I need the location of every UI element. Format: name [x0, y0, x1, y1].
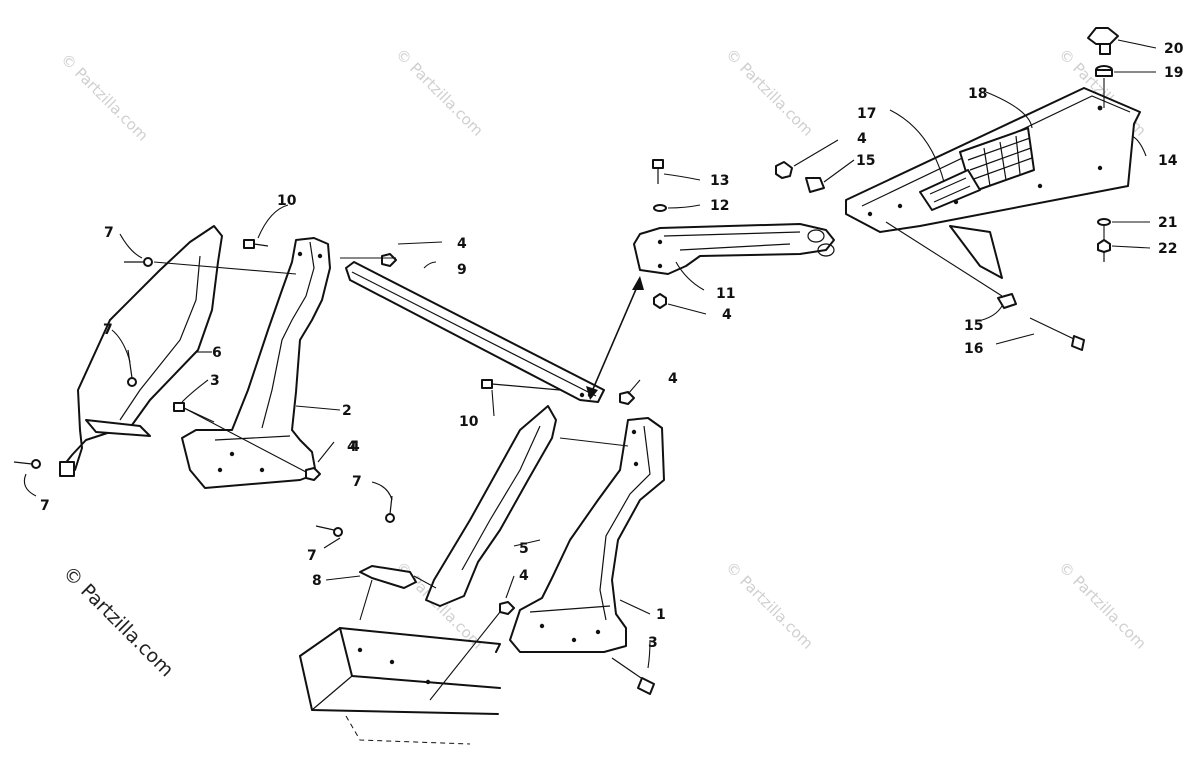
callout-3: 3 [210, 373, 220, 389]
callout-15: 15 [964, 318, 983, 334]
callout-2: 2 [342, 403, 352, 419]
callout-18: 18 [968, 86, 987, 102]
callout-22: 22 [1158, 241, 1177, 257]
callout-7: 7 [307, 548, 317, 564]
callout-16: 16 [964, 341, 983, 357]
callout-15: 15 [856, 153, 875, 169]
part-1-bracket [509, 417, 665, 653]
part-17-18-decals [919, 127, 1035, 211]
callout-1: 1 [656, 607, 666, 623]
hardware-knob-washers [1087, 27, 1119, 262]
callout-11: 11 [716, 286, 735, 302]
watermark: © Partzilla.com [392, 45, 487, 140]
watermark: © Partzilla.com [722, 558, 817, 653]
callout-9: 9 [457, 262, 467, 278]
callout-leaders [23, 39, 1157, 669]
part-11-strap [633, 223, 835, 275]
part-8-clip [359, 565, 417, 589]
link-arrow [586, 276, 644, 400]
ski-base-plate [299, 627, 501, 745]
callout-21: 21 [1158, 215, 1177, 231]
callout-5: 5 [519, 541, 529, 557]
watermark: © Partzilla.com [722, 45, 817, 140]
watermark: © Partzilla.com [57, 50, 152, 145]
callout-7: 7 [352, 474, 362, 490]
callout-13: 13 [710, 173, 729, 189]
callout-labels: 1 2 3 3 4 4 4 4 4 4 4 5 6 7 7 7 7 7 8 9 … [40, 41, 1184, 651]
callout-4: 4 [722, 307, 732, 323]
callout-4: 4 [350, 439, 360, 455]
callout-10: 10 [277, 193, 297, 209]
copyright-watermark: © Partzilla.com [58, 562, 177, 681]
callout-4: 4 [519, 568, 529, 584]
callout-7: 7 [40, 498, 50, 514]
callout-6: 6 [212, 345, 222, 361]
callout-4: 4 [457, 236, 467, 252]
callout-4: 4 [347, 439, 357, 455]
callout-4: 4 [668, 371, 678, 387]
callout-10: 10 [459, 414, 479, 430]
watermark: © Partzilla.com [1055, 558, 1150, 653]
callout-4: 4 [857, 131, 867, 147]
part-9-crossbar [345, 261, 605, 403]
callout-7: 7 [104, 225, 114, 241]
callout-7: 7 [103, 322, 113, 338]
part-6-brace [59, 225, 223, 471]
callout-20: 20 [1164, 41, 1184, 57]
callout-14: 14 [1158, 153, 1178, 169]
part-5-brace [425, 405, 557, 607]
fasteners [13, 159, 1085, 695]
alignment-lines [153, 78, 1105, 701]
callout-8: 8 [312, 573, 322, 589]
callout-17: 17 [857, 106, 876, 122]
callout-3: 3 [648, 635, 658, 651]
callout-12: 12 [710, 198, 729, 214]
callout-19: 19 [1164, 65, 1183, 81]
